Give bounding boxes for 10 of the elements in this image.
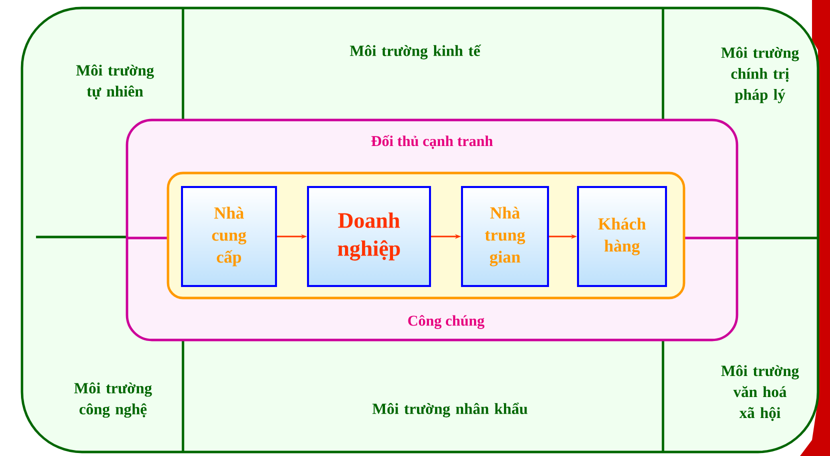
environment-label: Môi trường công nghệ [74,382,152,418]
environment-label: Môi trường tự nhiên [76,64,154,100]
flow-box: Khách hàng [577,186,667,287]
environment-label: Môi trường văn hoá xã hội [721,365,799,421]
environment-label: Môi trường kinh tế [350,44,482,60]
environment-label: Môi trường nhân khẩu [372,402,528,418]
environment-label: Môi trường chính trị pháp lý [721,46,799,104]
flow-box: Nhà cung cấp [181,186,277,287]
flow-box: Doanh nghiệp [307,186,431,287]
flow-box: Nhà trung gian [461,186,549,287]
